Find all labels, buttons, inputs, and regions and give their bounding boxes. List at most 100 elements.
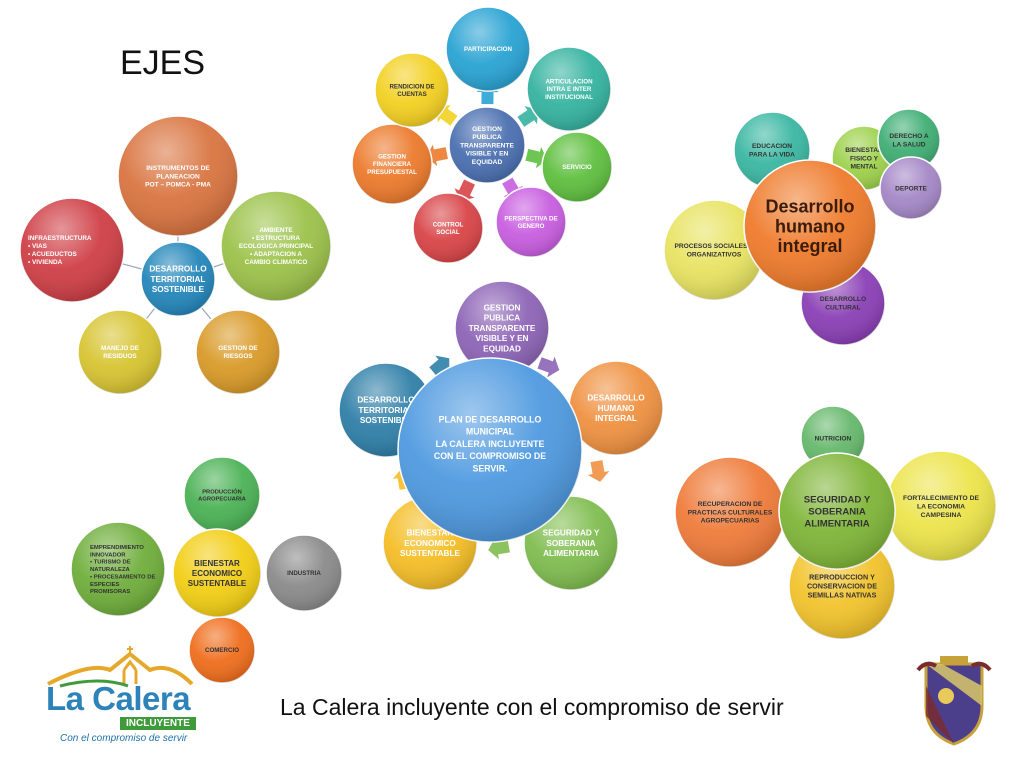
bienestar-node: COMERCIO bbox=[188, 616, 256, 684]
plan-node-label-line: GESTION bbox=[484, 303, 521, 312]
seguridad-node-label-line: SEMILLAS NATIVAS bbox=[808, 591, 877, 600]
plan-center-label-line: CON EL COMPROMISO DE bbox=[434, 451, 546, 461]
gestion-node-label-line: PARTICIPACION bbox=[464, 46, 512, 53]
seguridad-center-gloss bbox=[779, 453, 895, 569]
gestion-node-label: PARTICIPACION bbox=[464, 46, 512, 53]
territorial-node-gloss bbox=[20, 198, 124, 302]
gestion-node-label-line: RENDICION DE bbox=[389, 83, 434, 90]
seguridad-node-gloss bbox=[886, 451, 996, 561]
gestion-node-label-line: INSTITUCIONAL bbox=[545, 94, 593, 101]
bienestar-node-label: INDUSTRIA bbox=[287, 570, 321, 577]
plan-node-label-line: SOSTENIBLE bbox=[360, 416, 413, 425]
gestion-node: SERVICIO bbox=[541, 131, 613, 203]
gestion-node-gloss bbox=[542, 132, 612, 202]
territorial-node-label-line: • VIVIENDA bbox=[28, 259, 63, 266]
humano-node-label-line: BIENESTAR bbox=[845, 147, 883, 154]
bienestar-node-gloss bbox=[184, 457, 260, 533]
plan-node-gloss bbox=[455, 281, 549, 375]
territorial-node-label-line: RIESGOS bbox=[223, 353, 253, 360]
plan-center-label-line: MUNICIPAL bbox=[466, 427, 515, 437]
seguridad-node-gloss bbox=[675, 457, 785, 567]
plan-node-label-line: TRANSPARENTE bbox=[469, 324, 536, 333]
gestion-node-gloss bbox=[527, 47, 611, 131]
gestion-node-label-line: FINANCIERA bbox=[373, 161, 412, 168]
plan-node-label-line: INTEGRAL bbox=[595, 414, 637, 423]
bienestar-node-label-line: INNOVADOR bbox=[90, 552, 126, 558]
gestion-center-label-line: TRANSPARENTE bbox=[460, 142, 514, 149]
bienestar-node-label-line: • TURISMO DE bbox=[90, 560, 131, 566]
logo-tagline: Con el compromiso de servir bbox=[60, 733, 188, 744]
seguridad-node-label-line: PRACTICAS CULTURALES bbox=[688, 509, 773, 516]
seguridad-node-label-line: AGROPECUARIAS bbox=[701, 518, 760, 525]
territorial-node-label-line: CAMBIO CLIMATICO bbox=[245, 259, 308, 266]
bienestar-node-label-line: PRODUCCIÓN bbox=[202, 487, 242, 495]
territorial-node-label-line: • ESTRUCTURA bbox=[252, 235, 300, 242]
plan-node-label-line: SOBERANIA bbox=[546, 539, 595, 548]
plan-arrow bbox=[429, 355, 450, 377]
plan-node-label-line: DESARROLLO bbox=[587, 394, 645, 403]
bienestar-node-label-line: EMPRENDIMIENTO bbox=[90, 545, 144, 551]
plan-node-label-line: ALIMENTARIA bbox=[543, 549, 599, 558]
bienestar-node: INDUSTRIA bbox=[265, 534, 343, 612]
humano-node-gloss bbox=[880, 157, 942, 219]
bienestar-node-label-line: • PROCESAMIENTO DE bbox=[90, 574, 156, 580]
bienestar-node-gloss bbox=[266, 535, 342, 611]
plan-node-label-line: DESARROLLO bbox=[357, 396, 415, 405]
gestion-node-label-line: CUENTAS bbox=[397, 91, 426, 98]
gestion-center-label-line: EQUIDAD bbox=[472, 159, 503, 166]
footer-text: La Calera incluyente con el compromiso d… bbox=[280, 694, 784, 720]
territorial-node-label-line: AMBIENTE bbox=[259, 227, 293, 234]
seguridad-node-label-line: RECUPERACION DE bbox=[698, 501, 763, 508]
territorial-node-gloss bbox=[78, 310, 162, 394]
gestion-node-gloss bbox=[352, 124, 432, 204]
plan-node-label-line: VISIBLE Y EN bbox=[476, 334, 529, 343]
territorial-node-label-line: MANEJO DE bbox=[101, 345, 140, 352]
gestion-node-label: SERVICIO bbox=[562, 164, 592, 171]
bienestar-node-label-line: COMERCIO bbox=[205, 647, 239, 654]
humano-node-label-line: PARA LA VIDA bbox=[749, 151, 795, 158]
territorial-node-label-line: • VIAS bbox=[28, 243, 48, 250]
humano-node-label-line: LA SALUD bbox=[892, 141, 925, 148]
gestion-center-label-line: PUBLICA bbox=[472, 134, 502, 141]
bienestar-node-gloss bbox=[189, 617, 255, 683]
seguridad-node-label-line: REPRODUCCION Y bbox=[809, 573, 875, 582]
territorial-node-gloss bbox=[196, 310, 280, 394]
bienestar-center-gloss bbox=[173, 529, 261, 617]
municipal-crest-icon bbox=[916, 656, 992, 746]
gestion-node-label-line: SOCIAL bbox=[436, 229, 460, 236]
plan-node-label-line: HUMANO bbox=[598, 404, 635, 413]
bienestar-center-label-line: SUSTENTABLE bbox=[188, 579, 247, 588]
territorial-node-gloss bbox=[118, 116, 238, 236]
territorial-node-label-line: GESTION DE bbox=[218, 345, 258, 352]
